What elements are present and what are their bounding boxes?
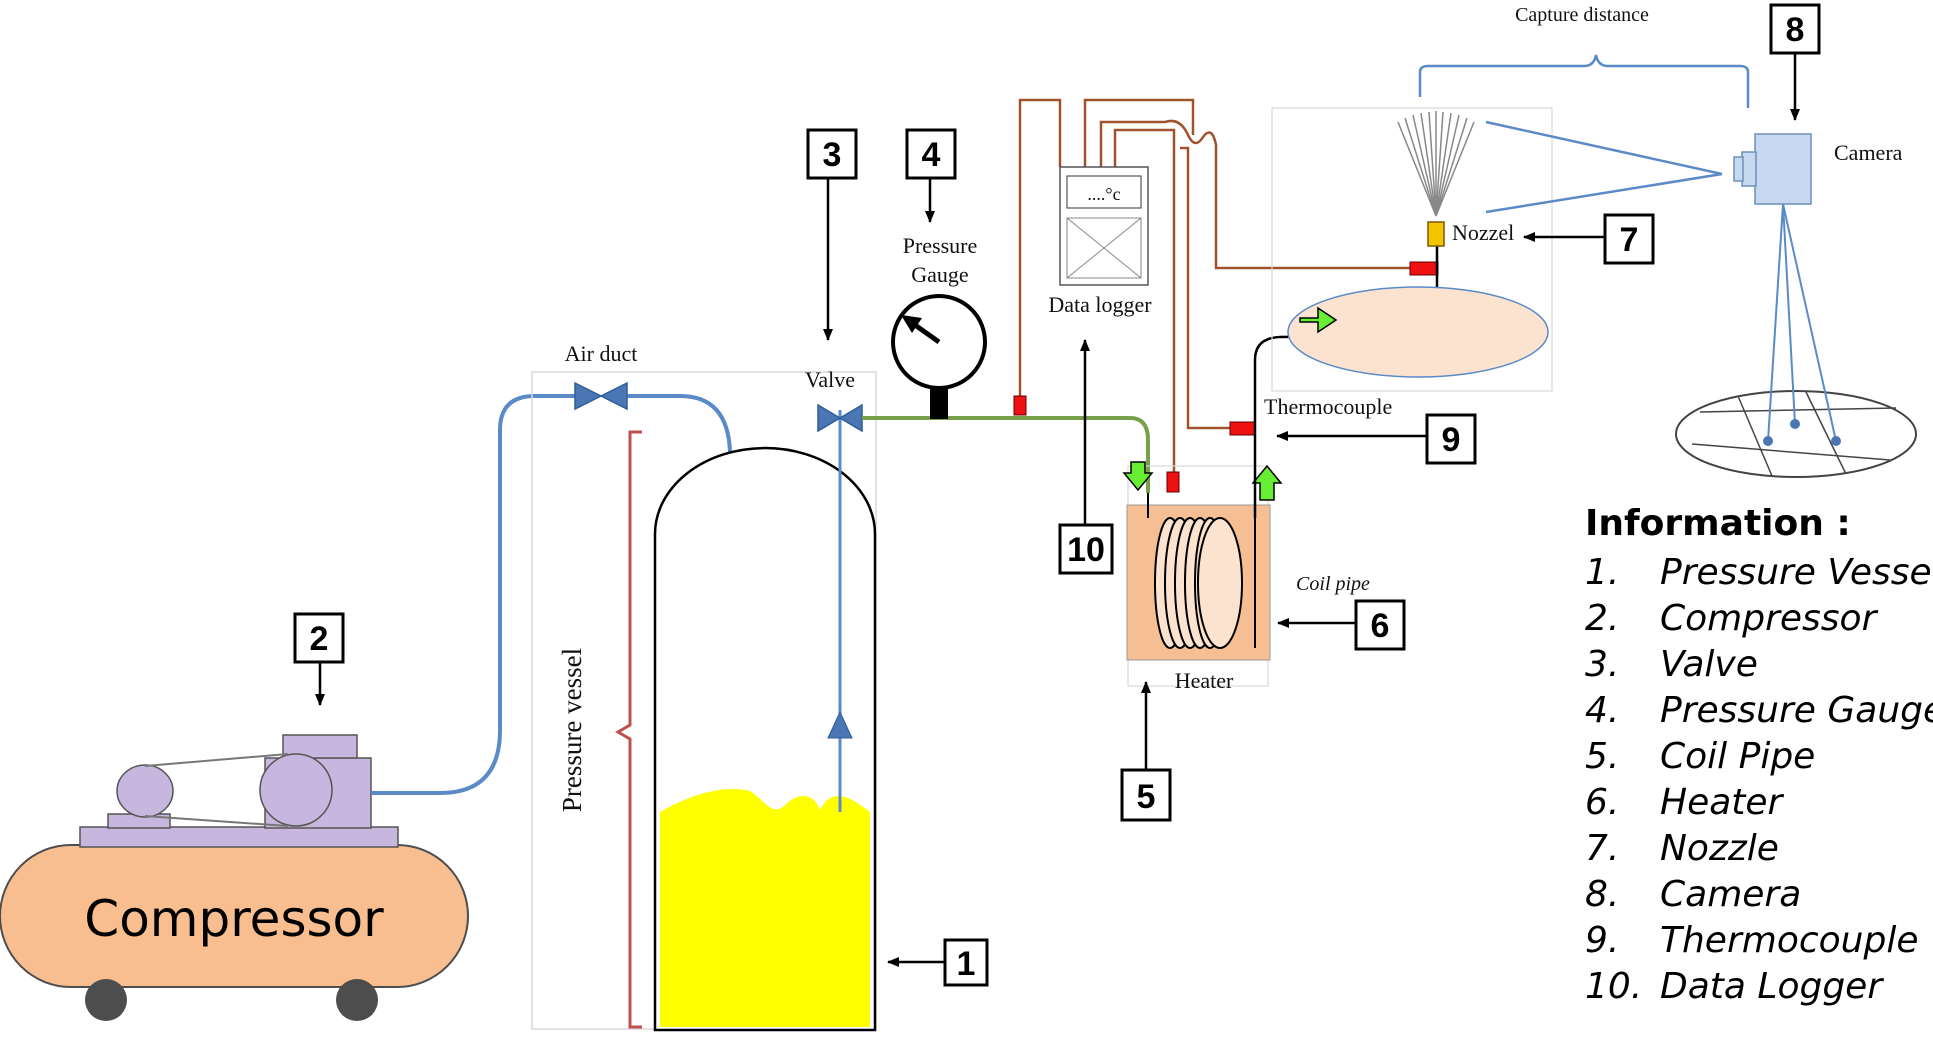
wheel xyxy=(85,979,127,1021)
spray-plume xyxy=(1397,111,1475,217)
information-item-name: Camera xyxy=(1660,874,1801,915)
sensor-heater xyxy=(1166,471,1180,493)
nozzle-label: Nozzel xyxy=(1452,220,1514,245)
sensor-pipe xyxy=(1013,395,1027,416)
information-item-name: Coil Pipe xyxy=(1660,736,1815,777)
thermocouple-label: Thermocouple xyxy=(1264,394,1392,419)
callout-8: 8 xyxy=(1769,3,1821,55)
information-item-name: Valve xyxy=(1660,644,1758,685)
heater-label: Heater xyxy=(1175,668,1234,693)
coil-pipe xyxy=(1154,517,1243,649)
svg-text:10: 10 xyxy=(1067,531,1105,569)
information-item-num: 10. xyxy=(1585,966,1642,1007)
callout-6: 6 xyxy=(1354,599,1406,651)
svg-text:6: 6 xyxy=(1371,607,1390,645)
pressure-vessel-label: Pressure vessel xyxy=(557,648,587,812)
flow-in-arrow xyxy=(1122,461,1154,492)
svg-text:4: 4 xyxy=(922,136,941,174)
pressure-gauge xyxy=(891,294,987,419)
sensor-nozzle xyxy=(1409,261,1439,276)
information-item-name: Thermocouple xyxy=(1660,920,1919,961)
coil-pipe-label: Coil pipe xyxy=(1296,573,1370,595)
callout-5: 5 xyxy=(1120,768,1172,822)
svg-text:1: 1 xyxy=(957,945,976,983)
camera-lens xyxy=(1733,156,1744,182)
information-item-name: Compressor xyxy=(1660,598,1879,639)
compressor-base xyxy=(79,826,399,848)
vessel-liquid xyxy=(660,789,870,1027)
sensor-outlet xyxy=(1229,421,1256,436)
camera-tripod xyxy=(1675,203,1917,478)
information-item-num: 2. xyxy=(1585,598,1619,639)
svg-text:9: 9 xyxy=(1442,421,1461,459)
svg-text:2: 2 xyxy=(310,620,329,658)
nozzle xyxy=(1427,221,1445,247)
wheel xyxy=(336,979,378,1021)
air-duct-line xyxy=(371,394,732,795)
data-logger-label: Data logger xyxy=(1048,292,1152,317)
callout-arrows xyxy=(315,52,1800,967)
callout-10: 10 xyxy=(1058,523,1114,575)
flywheel xyxy=(116,764,174,818)
vessel-brace xyxy=(615,430,642,1029)
drive-belt xyxy=(144,753,289,767)
information-item-num: 8. xyxy=(1585,874,1619,915)
callout-1: 1 xyxy=(943,938,989,987)
outlet-line xyxy=(1253,242,1439,518)
information-legend: Information : 1. Pressure Vessel 2. Comp… xyxy=(1585,503,1933,1007)
information-item-num: 9. xyxy=(1585,920,1619,961)
callout-9: 9 xyxy=(1425,413,1477,465)
svg-text:8: 8 xyxy=(1786,11,1805,49)
logger-display xyxy=(1066,175,1142,209)
information-item-num: 5. xyxy=(1585,736,1619,777)
callout-3: 3 xyxy=(806,128,858,180)
callout-2: 2 xyxy=(293,612,345,664)
spray-target xyxy=(1287,286,1549,378)
camera[interactable] xyxy=(1733,133,1812,205)
capture-distance-label: Capture distance xyxy=(1515,4,1649,26)
flow-up-arrow xyxy=(827,710,853,739)
logger-display-text: ....°c xyxy=(1087,184,1120,204)
svg-text:5: 5 xyxy=(1137,778,1156,816)
camera-label: Camera xyxy=(1834,140,1903,165)
flow-out-arrow xyxy=(1251,464,1283,501)
information-title: Information : xyxy=(1585,503,1851,544)
air-duct-valve[interactable] xyxy=(574,381,628,411)
information-item-name: Pressure Vessel xyxy=(1660,552,1933,593)
information-item-num: 1. xyxy=(1585,552,1619,593)
callout-4: 4 xyxy=(905,128,957,180)
callout-7: 7 xyxy=(1603,213,1655,265)
pressure-gauge-label-line1: Pressure xyxy=(903,233,978,258)
camera-field-of-view xyxy=(1485,120,1723,214)
capture-distance-brace xyxy=(1418,54,1750,108)
compressor: Compressor xyxy=(0,734,469,1021)
thermocouple-wires xyxy=(1018,98,1423,476)
heater xyxy=(1126,493,1271,661)
camera-body xyxy=(1754,133,1812,205)
gauge-needle xyxy=(913,322,941,345)
information-item-name: Pressure Gauge xyxy=(1660,690,1933,731)
information-item-name: Heater xyxy=(1660,782,1785,823)
information-item-num: 7. xyxy=(1585,828,1619,869)
valve-label: Valve xyxy=(805,367,855,392)
information-item-num: 3. xyxy=(1585,644,1619,685)
compressor-label: Compressor xyxy=(84,890,384,948)
air-duct-label: Air duct xyxy=(565,341,638,366)
pressure-vessel xyxy=(653,410,877,1032)
information-item-name: Nozzle xyxy=(1660,828,1779,869)
flow-nozzle-arrow xyxy=(1299,306,1338,334)
svg-text:3: 3 xyxy=(823,136,842,174)
fluid-line xyxy=(862,416,1150,493)
main-valve[interactable] xyxy=(817,403,863,433)
svg-text:7: 7 xyxy=(1620,221,1639,259)
pressure-gauge-label-line2: Gauge xyxy=(911,262,968,287)
information-item-num: 6. xyxy=(1585,782,1619,823)
information-item-num: 4. xyxy=(1585,690,1619,731)
information-list: 1. Pressure Vessel 2. Compressor 3. Valv… xyxy=(1585,552,1933,1007)
information-item-name: Data Logger xyxy=(1660,966,1884,1007)
data-logger: ....°c xyxy=(1059,166,1149,286)
